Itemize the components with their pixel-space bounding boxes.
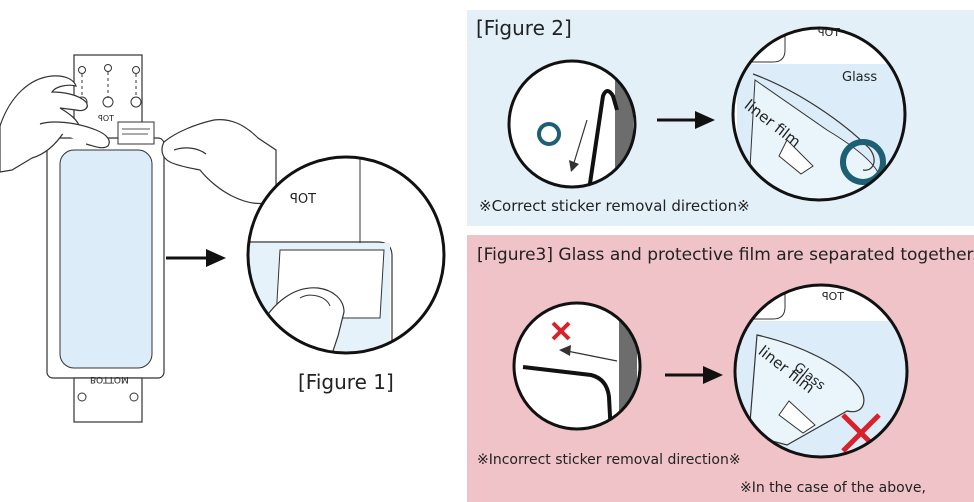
figure1-caption: [Figure 1]: [298, 370, 394, 394]
figure3-detail-circle: [512, 301, 642, 431]
teal-circle-icon: [537, 122, 561, 146]
figure2-top-mark: TOP: [818, 26, 841, 39]
arrow-right-icon: [665, 366, 723, 384]
arrow-right-icon: [657, 111, 715, 129]
right-hand: [161, 119, 277, 205]
figure1-top-mark: TOP: [290, 192, 317, 207]
figure2-illustration: [507, 26, 907, 202]
figure1-film-top-mark: TOP: [98, 114, 115, 123]
arrow-right-icon: [166, 249, 226, 267]
figure2-glass-label: Glass: [842, 70, 878, 85]
figure1-illustration: [0, 54, 446, 423]
left-hand: [0, 75, 110, 173]
figure2-title: [Figure 2]: [476, 16, 572, 40]
teal-circle-icon: [840, 139, 886, 185]
figure3-zoom-circle: [733, 283, 909, 459]
figure3-case-note: ※In the case of the above,: [740, 480, 926, 496]
figure1-bottom-mark: BOTTOM: [90, 374, 129, 384]
figure2-note: ※Correct sticker removal direction※: [479, 197, 750, 215]
figure3-title: [Figure3] Glass and protective film are …: [477, 245, 974, 265]
figure3-top-mark: TOP: [822, 290, 845, 303]
figure2-zoom-circle: [731, 26, 907, 202]
figure1-zoom-circle: [246, 155, 446, 355]
figure2-detail-circle: [507, 59, 637, 189]
figure3-note: ※Incorrect sticker removal direction※: [477, 452, 741, 468]
red-x-icon: [551, 321, 571, 341]
figure3-illustration: [512, 283, 909, 459]
